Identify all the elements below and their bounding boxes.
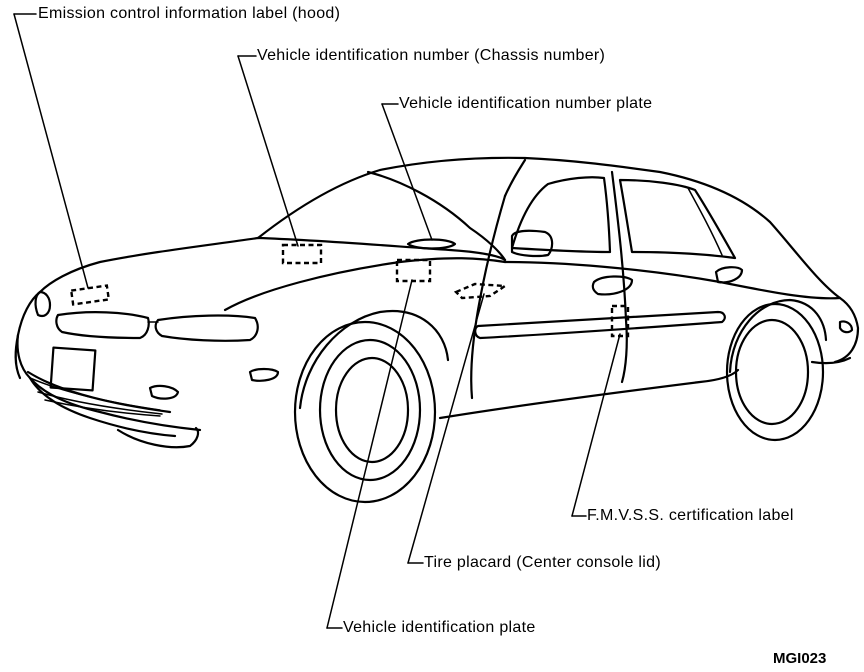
vin-plate-callout: Vehicle identification number plate <box>399 95 653 112</box>
vehicle-id-plate-location <box>395 258 432 283</box>
vehicle-id-plate-callout: Vehicle identification plate <box>343 619 536 636</box>
label-locations <box>69 238 630 338</box>
tire-placard-callout: Tire placard (Center console lid) <box>424 554 661 571</box>
emission-label-callout: Emission control information label (hood… <box>38 5 341 22</box>
emission-label-location <box>69 284 111 306</box>
figure-code: MGI023 <box>773 650 827 667</box>
fmvss-label-callout: F.M.V.S.S. certification label <box>587 507 794 524</box>
vin-plate-location <box>406 238 457 250</box>
vin-chassis-callout: Vehicle identification number (Chassis n… <box>257 47 606 64</box>
vin-chassis-location <box>281 243 323 265</box>
tire-placard-location <box>453 282 509 300</box>
car-body <box>14 156 860 504</box>
leader-lines <box>13 13 621 629</box>
